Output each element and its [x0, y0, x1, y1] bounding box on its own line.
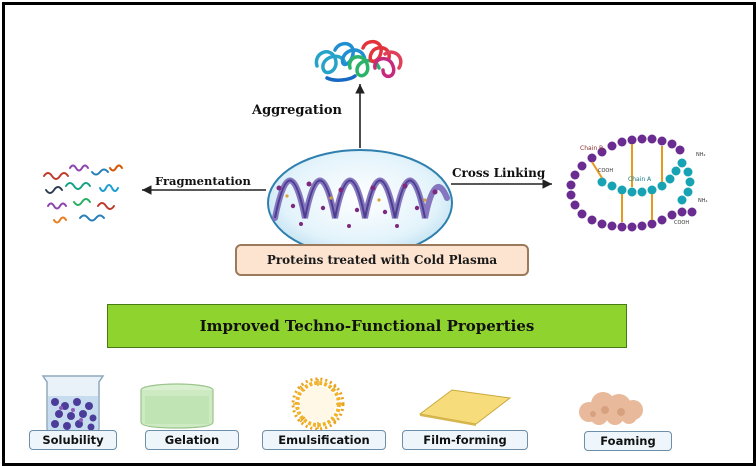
foaming-foam-icon — [579, 392, 643, 425]
cooh-label-2: COOH — [674, 220, 689, 226]
property-label-emulsification: Emulsification — [262, 430, 386, 450]
nh2-label-2: NH₂ — [698, 198, 708, 204]
chain-a-label: Chain A — [628, 176, 652, 183]
label-aggregation: Aggregation — [252, 103, 342, 118]
property-label-solubility: Solubility — [29, 430, 117, 450]
film-forming-sheet-icon — [418, 389, 512, 426]
property-label-foaming: Foaming — [584, 431, 672, 451]
chain-b-label: Chain B — [580, 145, 603, 152]
property-label-film-forming: Film-forming — [402, 430, 528, 450]
emulsification-micelle-icon — [291, 377, 345, 431]
solubility-beaker-icon — [41, 375, 105, 433]
improved-properties-box: Improved Techno-Functional Properties — [107, 304, 627, 348]
proteins-treated-box: Proteins treated with Cold Plasma — [235, 244, 529, 276]
cross-linked-chain-illustration: Chain B Chain A COOH COOH NH₂ NH₂ — [566, 134, 708, 232]
fragmented-protein-illustration — [43, 164, 123, 224]
nh2-label-1: NH₂ — [696, 152, 706, 158]
aggregated-protein-illustration — [314, 39, 403, 82]
label-cross-linking: Cross Linking — [452, 166, 546, 180]
cooh-label-1: COOH — [598, 168, 613, 174]
gelation-jar-icon — [140, 383, 214, 429]
property-label-gelation: Gelation — [145, 430, 239, 450]
label-fragmentation: Fragmentation — [155, 174, 251, 188]
